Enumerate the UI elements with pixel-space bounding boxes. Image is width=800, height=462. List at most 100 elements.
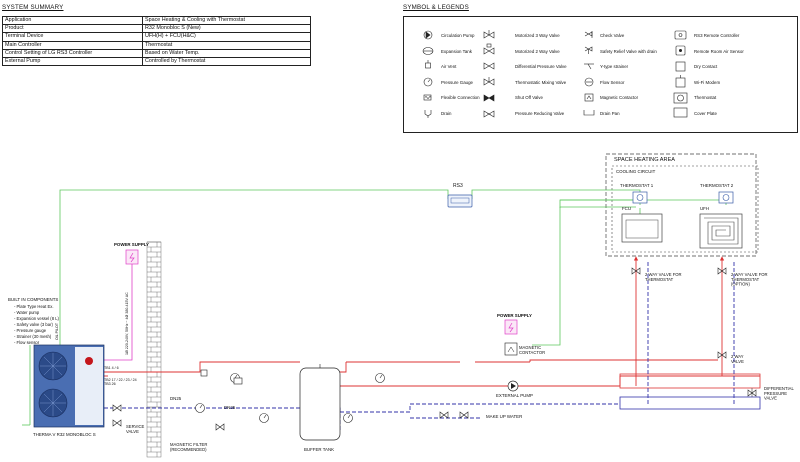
- inline-devices: [112, 369, 469, 431]
- built-in-item: - Expansion vessel (8 L): [14, 316, 60, 321]
- summary-title: SYSTEM SUMMARY: [2, 4, 64, 11]
- circulation-pump-icon: [423, 30, 433, 40]
- thermostat-2-label: THERMOSTAT 2: [700, 183, 734, 188]
- power-supply-box-1: [125, 249, 139, 265]
- shut-off-valve-icon: [483, 94, 495, 102]
- external-pump[interactable]: [507, 380, 519, 392]
- power-supply-label-2: POWER SUPPLY: [497, 313, 532, 318]
- legend-label: Magnetic Contactor: [600, 95, 639, 100]
- lg-logo: [85, 357, 93, 365]
- terminal-label: TB1 4 / 6: [104, 366, 119, 370]
- magnetic-filter-label: MAGNETIC FILTER(RECOMMENDED): [170, 442, 207, 452]
- built-in-item: - Strainer (30 mesh): [14, 334, 52, 339]
- legend-box: [403, 16, 798, 133]
- magnetic-contactor-icon: [584, 93, 594, 102]
- flexible-connection-icon: [423, 94, 432, 101]
- differential-pressure-valve-icon: [483, 62, 495, 70]
- outdoor-unit: [33, 344, 105, 428]
- make-up-water-label: MAKE UP WATER: [486, 414, 522, 419]
- motorized-3-way-valve-icon: [483, 30, 495, 39]
- dry-contact-icon: [675, 61, 686, 72]
- wifi-modem-icon: [675, 75, 686, 88]
- buffer-tank-label: BUFFER TANK: [304, 447, 334, 452]
- dn25-label: DN25: [224, 405, 236, 410]
- fcu-unit: [621, 213, 663, 243]
- legend-labels: Circulation Pump Expansion Tank Air Vent…: [441, 33, 744, 116]
- built-in-item: - Water pump: [14, 310, 40, 315]
- safety-relief-valve-icon: [584, 46, 593, 54]
- legend-label: Pressure Gauge: [441, 80, 474, 85]
- cooling-circuit-label: COOLING CIRCUIT: [616, 169, 656, 174]
- built-in-item: - Pressure gauge: [14, 328, 47, 333]
- legend-label: Motorized 2 Way Valve: [515, 49, 560, 54]
- ufh-label: UFH: [700, 206, 709, 211]
- legend-label: Check Valve: [600, 33, 625, 38]
- power-supply-box-2: [504, 319, 518, 335]
- thermostatic-mixing-valve-icon: [483, 77, 495, 86]
- pressure-gauge-icon: [423, 77, 433, 87]
- magnetic-contactor: [504, 342, 518, 356]
- two-way-valves[interactable]: [631, 267, 757, 397]
- legend-title: SYMBOL & LEGENDS: [403, 4, 469, 11]
- pressure-reducing-valve-icon: [483, 110, 495, 118]
- legend-symbols: [422, 30, 688, 118]
- dn25-label: DN25: [170, 396, 182, 401]
- legend-label: Thermostat: [694, 95, 717, 100]
- summary-value: Controlled by Thermostat: [142, 56, 311, 67]
- rs3-remote-controller-icon: [674, 30, 687, 40]
- legend-label: Safety Relief Valve with drain: [600, 49, 657, 54]
- manifold-headers: [619, 373, 761, 410]
- drain-pan-icon: [583, 110, 595, 116]
- thermostat-1[interactable]: [632, 191, 648, 204]
- motorized-2-way-valve-icon: [483, 43, 495, 55]
- legend-label: Y-type strainer: [600, 64, 629, 69]
- space-heating-area-label: SPACE HEATING AREA: [614, 157, 675, 163]
- fcu-label: FCU: [622, 206, 631, 211]
- check-valve-icon: [584, 31, 593, 38]
- legend-label: Remote Room Air Sensor: [694, 49, 744, 54]
- rs3-controller[interactable]: [447, 194, 473, 208]
- remote-room-air-sensor-icon: [675, 45, 686, 56]
- external-pump-label: EXTERNAL PUMP: [496, 393, 533, 398]
- power-wiring: [104, 262, 512, 361]
- legend-label: Wi-Fi Modem: [694, 80, 720, 85]
- rs3-label: RS3: [453, 183, 463, 189]
- legend-label: Differential Pressure Valve: [515, 64, 567, 69]
- legend-label: Expansion Tank: [441, 49, 473, 54]
- y-strainer-icon: [584, 63, 594, 70]
- built-in-title: BUILT IN COMPONENTS: [8, 297, 58, 302]
- legend-label: Drain Pan: [600, 111, 620, 116]
- thermostat-1-label: THERMOSTAT 1: [620, 183, 654, 188]
- space-heating-area: [605, 153, 759, 257]
- power-supply-label-1: POWER SUPPLY: [114, 242, 149, 247]
- legend-label: Drain: [441, 111, 452, 116]
- legend-label: Dry Contact: [694, 64, 718, 69]
- legend-label: Pressure Reducing Valve: [515, 111, 565, 116]
- oil-pilot-label: OIL PILOT: [55, 322, 59, 340]
- flow-sensor-icon: [584, 77, 594, 87]
- built-in-item: - Plate Type Heat Ex.: [14, 304, 54, 309]
- built-in-item: - Safety valve (3 bar): [14, 322, 53, 327]
- unit-name-label: THERMA V R32 MONOBLOC S: [33, 432, 96, 437]
- thermostat-icon: [673, 92, 688, 104]
- drain-icon: [424, 110, 432, 118]
- legend-label: Flow Sensor: [600, 80, 625, 85]
- thermostat-2[interactable]: [718, 191, 734, 204]
- legend-label: RS3 Remote Controller: [694, 33, 740, 38]
- built-in-item: - Flow sensor: [14, 340, 40, 345]
- legend-label: Flexible Connection: [441, 95, 480, 100]
- cover-plate-icon: [673, 107, 688, 118]
- legend-label: Circulation Pump: [441, 33, 475, 38]
- legend-label: Air Vent: [441, 64, 457, 69]
- buffer-tank: [299, 364, 341, 441]
- building-wall: [146, 241, 162, 458]
